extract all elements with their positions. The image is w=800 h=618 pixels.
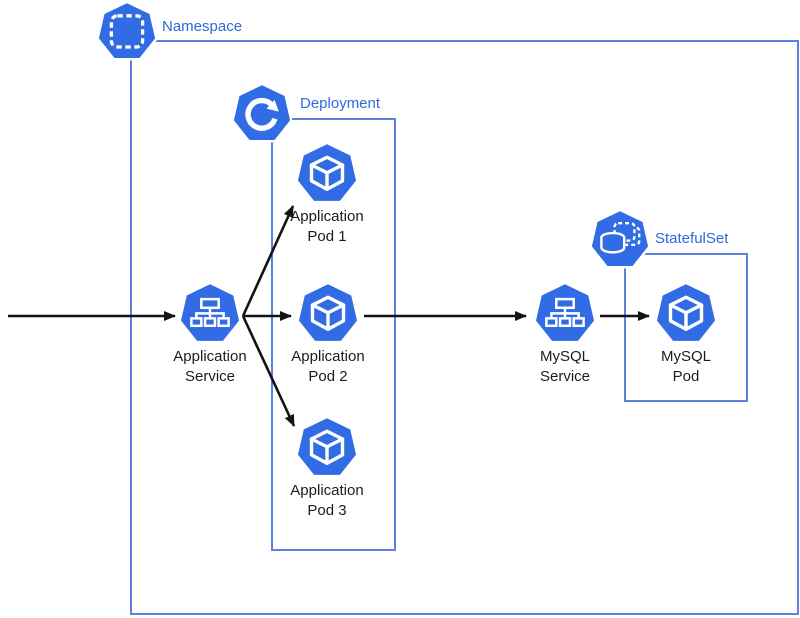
service-icon (179, 283, 241, 345)
node-mysql-pod: MySQL Pod (655, 283, 717, 385)
node-application-pod-1: Application Pod 1 (290, 143, 364, 245)
pod-icon (296, 143, 358, 205)
statefulset-boundary-box (624, 253, 748, 402)
node-label-line1: MySQL (539, 348, 590, 365)
namespace-icon (97, 2, 157, 62)
service-icon (534, 283, 596, 345)
deployment-icon (232, 84, 292, 144)
node-label-line2: Pod (672, 368, 700, 385)
node-application-pod-2: Application Pod 2 (291, 283, 365, 385)
node-application-service: Application Service (173, 283, 247, 385)
node-label-line1: Application (291, 348, 365, 365)
node-label-line1: Application (290, 208, 364, 225)
node-label-line2: Service (184, 368, 236, 385)
node-label: Application Pod 3 (252, 481, 402, 521)
node-label: Application Pod 2 (253, 347, 403, 387)
node-label: MySQL Service (490, 347, 640, 387)
node-label-line1: Application (290, 482, 364, 499)
node-label-line2: Service (539, 368, 591, 385)
node-label-line2: Pod 2 (308, 368, 348, 385)
pod-icon (655, 283, 717, 345)
deployment-boundary-box (271, 118, 396, 551)
deployment-label: Deployment (300, 95, 381, 112)
namespace-boundary-box (130, 40, 799, 615)
node-label-line1: MySQL (660, 348, 711, 365)
node-label: Application Pod 1 (252, 207, 402, 247)
node-label-line1: Application (173, 348, 247, 365)
statefulset-label: StatefulSet (655, 230, 729, 247)
node-application-pod-3: Application Pod 3 (290, 417, 364, 519)
node-label: MySQL Pod (611, 347, 761, 387)
statefulset-icon (590, 210, 650, 270)
namespace-label: Namespace (162, 18, 243, 35)
arrow-app-service-to-pod1 (241, 205, 295, 317)
node-label: Application Service (135, 347, 285, 387)
node-label-line2: Pod 1 (307, 228, 347, 245)
pod-icon (297, 283, 359, 345)
arrow-app-service-to-pod3 (241, 315, 296, 427)
node-mysql-service: MySQL Service (534, 283, 596, 385)
pod-icon (296, 417, 358, 479)
node-label-line2: Pod 3 (307, 502, 347, 519)
